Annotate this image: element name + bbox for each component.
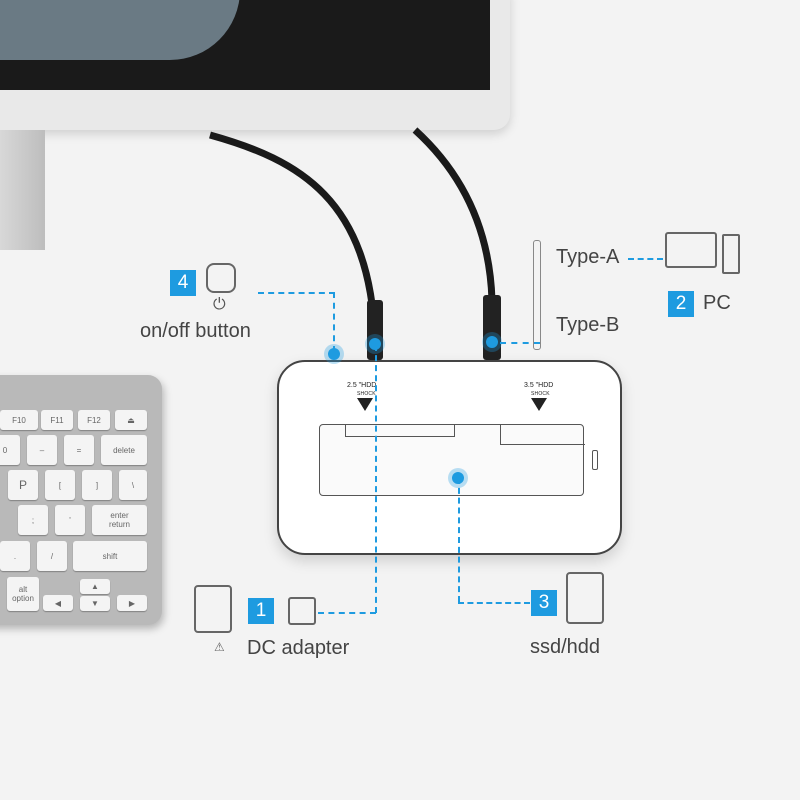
- callout-number-3: 3: [531, 590, 557, 616]
- key-semicolon: ;: [18, 505, 48, 535]
- shock-warning-icon: [531, 398, 547, 411]
- key-delete: delete: [101, 435, 147, 465]
- callout-line: [500, 342, 540, 344]
- power-cable: [209, 131, 379, 341]
- key-f10: F10: [0, 410, 38, 430]
- shock-label: SHOCK: [531, 391, 550, 397]
- type-b-label: Type-B: [556, 314, 620, 336]
- key-left: ◀: [43, 595, 73, 611]
- led-indicator-icon: [592, 450, 598, 470]
- ssd-hdd-label: ssd/hdd: [530, 636, 601, 658]
- callout-line: [628, 258, 663, 260]
- power-button-icon: [206, 263, 236, 293]
- dc-adapter-label: DC adapter: [247, 637, 350, 659]
- callout-line: [333, 292, 335, 352]
- callout-line: [258, 292, 335, 294]
- dc-port-icon: [288, 597, 316, 625]
- monitor-screen: [0, 0, 490, 90]
- key-f11: F11: [41, 410, 73, 430]
- key-minus: –: [27, 435, 57, 465]
- usb-b-plug: [483, 295, 501, 360]
- key-quote: ': [55, 505, 85, 535]
- key-alt-label: alt: [18, 585, 28, 594]
- key-slash: /: [37, 541, 67, 571]
- drive-slot[interactable]: [319, 424, 585, 496]
- callout-number-1: 1: [248, 598, 274, 624]
- slot-35-label: 3.5 "HDD: [524, 382, 554, 389]
- key-0: 0: [0, 435, 20, 465]
- slot-25: [345, 425, 455, 437]
- key-eject: ⏏: [115, 410, 147, 430]
- key-period: .: [0, 541, 30, 571]
- key-bracket-left: [: [45, 470, 75, 500]
- key-p: P: [8, 470, 38, 500]
- key-bracket-right: ]: [82, 470, 112, 500]
- warning-icon: ⚠: [214, 640, 225, 654]
- shock-warning-icon: [357, 398, 373, 411]
- pc-label: PC: [703, 292, 731, 314]
- power-symbol-icon: ⏻: [213, 296, 226, 313]
- usb-cable: [412, 127, 496, 301]
- callout-number-2: 2: [668, 291, 694, 317]
- key-option-label: option: [12, 594, 34, 603]
- callout-line: [458, 602, 530, 604]
- on-off-button-label: on/off button: [140, 320, 251, 342]
- dc-adapter-icon: [194, 585, 232, 633]
- key-shift: shift: [73, 541, 147, 571]
- key-right: ▶: [117, 595, 147, 611]
- key-return-label: return: [109, 520, 130, 529]
- shock-label: SHOCK: [357, 391, 376, 397]
- docking-station: 2.5 "HDD SHOCK 3.5 "HDD SHOCK: [277, 360, 622, 555]
- wallpaper: [0, 0, 240, 60]
- usb-port-marker[interactable]: [486, 336, 498, 348]
- callout-number-4: 4: [170, 270, 196, 296]
- key-equals: =: [64, 435, 94, 465]
- dc-port-marker[interactable]: [369, 338, 381, 350]
- drive-slot-marker[interactable]: [452, 472, 464, 484]
- power-button-marker[interactable]: [328, 348, 340, 360]
- slot-25-label: 2.5 "HDD: [347, 382, 377, 389]
- monitor-stand: [0, 130, 45, 250]
- key-backslash: \: [119, 470, 147, 500]
- key-f12: F12: [78, 410, 110, 430]
- key-up: ▲: [80, 579, 110, 594]
- pc-tower-icon: [722, 234, 740, 274]
- callout-line: [318, 612, 376, 614]
- key-down: ▼: [80, 596, 110, 611]
- callout-line: [375, 345, 377, 613]
- usb-cable-icon: [533, 240, 541, 350]
- keyboard: F10 F11 F12 ⏏ 0 – = delete P [ ] \ ; ' e…: [0, 375, 162, 625]
- desktop-computer-icon: [665, 232, 717, 268]
- key-enter-label: enter: [110, 511, 129, 520]
- type-a-label: Type-A: [556, 246, 620, 268]
- slot-35: [500, 425, 585, 445]
- callout-line: [458, 478, 460, 602]
- hard-disk-icon: [566, 572, 604, 624]
